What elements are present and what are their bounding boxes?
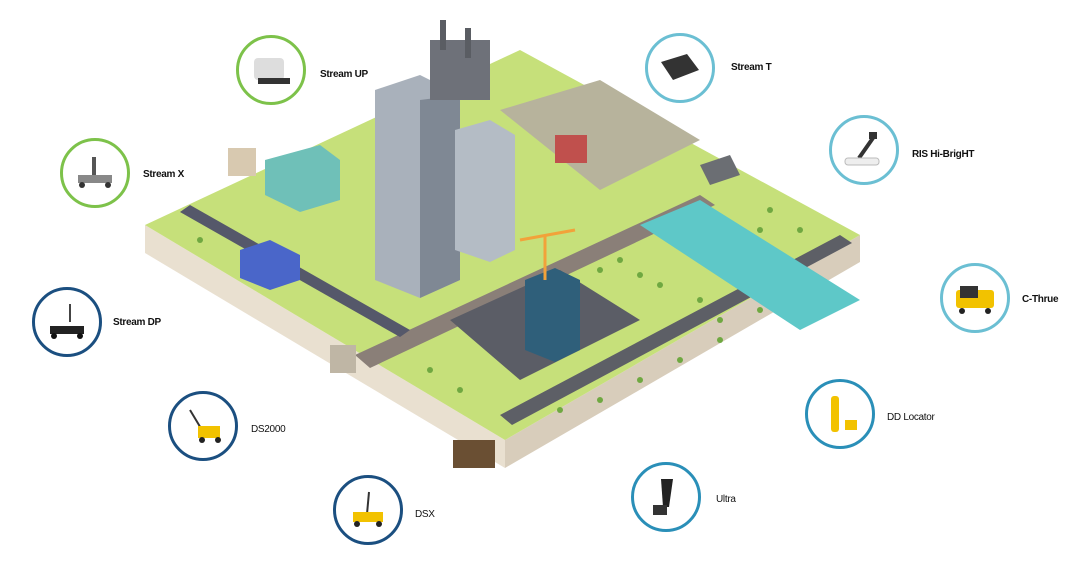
construction-building — [525, 268, 580, 362]
product-dsx-circle[interactable] — [333, 475, 403, 545]
arch — [228, 148, 256, 176]
product-stream-up-label[interactable]: Stream UP — [320, 69, 368, 80]
product-stream-up-circle[interactable] — [236, 35, 306, 105]
product-ris-hi-bright-label[interactable]: RIS Hi-BrigHT — [912, 149, 975, 160]
product-c-thrue-label[interactable]: C-Thrue — [1022, 294, 1059, 305]
cable-locator-icon — [831, 396, 857, 432]
product-ultra-label[interactable]: Ultra — [716, 494, 736, 505]
product-dd-locator-label[interactable]: DD Locator — [887, 412, 935, 423]
gpr-cart-icon — [78, 157, 112, 188]
factory-chimney — [440, 20, 446, 50]
historic-building — [265, 145, 340, 212]
product-ds2000-label[interactable]: DS2000 — [251, 424, 286, 435]
product-stream-dp-circle[interactable] — [32, 287, 102, 357]
red-building — [555, 135, 587, 163]
product-stream-t-circle[interactable] — [645, 33, 715, 103]
tunnel — [700, 155, 740, 185]
underground-cutaway-left — [330, 345, 356, 373]
product-stream-x-circle[interactable] — [60, 138, 130, 208]
product-stream-x-label[interactable]: Stream X — [143, 169, 184, 180]
concrete-scanner-icon — [956, 286, 994, 314]
trees — [197, 207, 803, 413]
factory — [430, 40, 490, 100]
product-dsx-label[interactable]: DSX — [415, 509, 435, 520]
product-stream-dp-label[interactable]: Stream DP — [113, 317, 161, 328]
crane-arm — [519, 228, 576, 242]
product-ultra-circle[interactable] — [631, 462, 701, 532]
product-ds2000-circle[interactable] — [168, 391, 238, 461]
product-stream-t-label[interactable]: Stream T — [731, 62, 772, 73]
gpr-trolley-icon — [844, 132, 880, 166]
gpr-cart-icon — [50, 304, 84, 339]
product-dd-locator-circle[interactable] — [805, 379, 875, 449]
gpr-pushcart-icon — [353, 491, 383, 527]
river — [640, 200, 860, 330]
tower — [455, 120, 515, 262]
product-ris-hi-bright-circle[interactable] — [829, 115, 899, 185]
industrial-area — [500, 80, 700, 190]
skyscraper-shade — [420, 95, 460, 298]
locator-wand-icon — [653, 479, 673, 515]
factory-chimney — [465, 28, 471, 58]
blue-office — [240, 240, 300, 290]
gpr-pushcart-icon — [189, 409, 221, 443]
gpr-array-icon — [661, 54, 699, 80]
vehicle-icon — [254, 58, 290, 84]
block-left-side — [145, 225, 505, 468]
underground-cutaway — [453, 440, 495, 468]
product-c-thrue-circle[interactable] — [940, 263, 1010, 333]
